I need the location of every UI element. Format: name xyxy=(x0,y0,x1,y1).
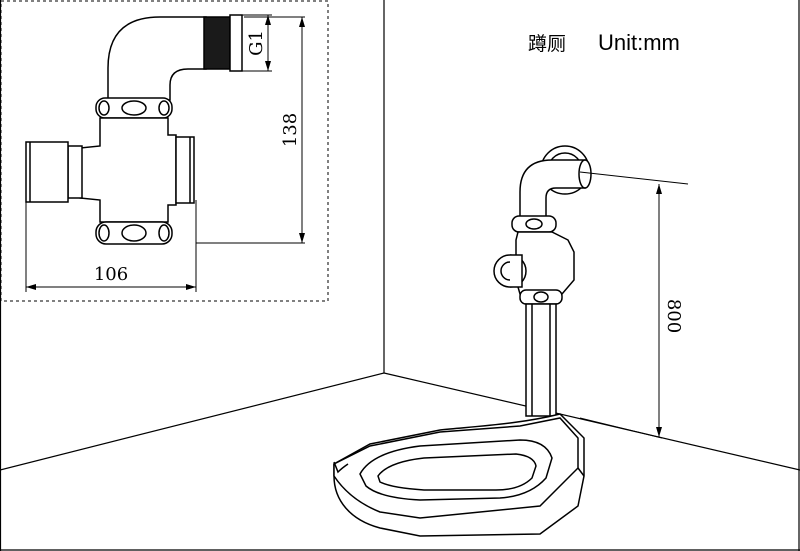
fixture-type-label: 蹲厕 xyxy=(528,33,566,55)
installed-flush-valve xyxy=(493,145,592,417)
detail-inset-frame xyxy=(0,0,329,302)
installation-height-dimension: 800 xyxy=(663,299,684,333)
thread-size-label: G1 xyxy=(246,30,267,56)
install-dimension-arrows xyxy=(656,184,662,437)
detail-width-dimension: 106 xyxy=(94,264,128,285)
install-dimension-lines xyxy=(579,171,689,439)
detail-height-dimension: 138 xyxy=(280,113,301,147)
squat-pan xyxy=(333,413,585,537)
detail-flush-valve xyxy=(25,14,243,245)
unit-label: Unit:mm xyxy=(598,30,680,55)
detail-dimension-lines xyxy=(25,14,305,292)
detail-dimension-arrows xyxy=(26,15,305,290)
